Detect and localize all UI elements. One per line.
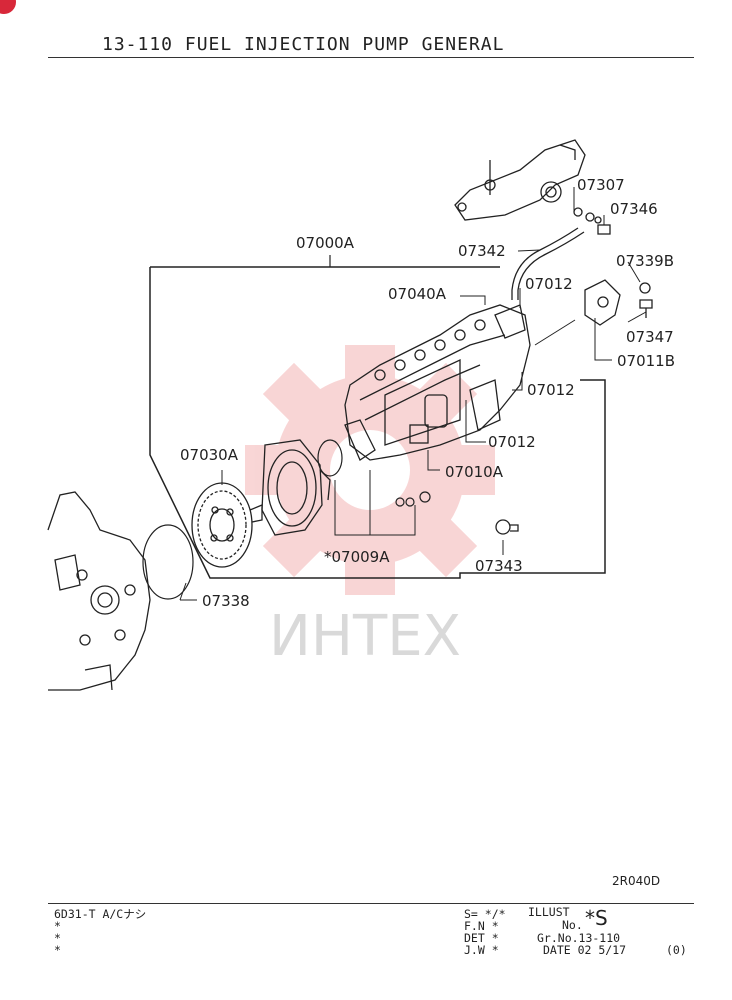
label-07000A: 07000A: [296, 234, 355, 252]
label-07040A: 07040A: [388, 285, 447, 303]
footer-revision: (0): [666, 943, 687, 957]
footer-star-3: *: [54, 943, 61, 957]
watermark-text: ИНТЕХ: [269, 604, 461, 669]
injection-pump-body-07010A: [344, 304, 531, 461]
footer-model: 6D31-T A/Cナシ: [54, 907, 147, 921]
bolt-07347: [639, 282, 653, 318]
footer-date: DATE 02 5/17: [543, 943, 627, 957]
illustration-code: 2R040D: [612, 874, 661, 888]
corner-badge: [0, 0, 16, 14]
washers: [395, 491, 431, 507]
label-07342: 07342: [458, 242, 506, 260]
label-07011B: 07011B: [617, 352, 675, 370]
engine-housing: [47, 491, 151, 691]
footer-det-line: DET *: [464, 931, 499, 945]
label-07339B: 07339B: [616, 252, 674, 270]
label-07012-mid: 07012: [527, 381, 575, 399]
drive-gear-07030A: [191, 482, 263, 568]
label-07343: 07343: [475, 557, 523, 575]
label-07030A: 07030A: [180, 446, 239, 464]
footer-rule: [48, 903, 694, 904]
footer-no-label: No.: [562, 918, 583, 932]
bolt-07343: [495, 519, 519, 535]
footer-star-1: *: [54, 919, 61, 933]
title-rule: [48, 57, 694, 58]
label-07346: 07346: [610, 200, 658, 218]
assembly-bracket-07000A: [149, 267, 606, 579]
footer-jw-line: J.W *: [464, 943, 499, 957]
cover-plate-07011B: [584, 279, 621, 326]
upper-bracket: [454, 139, 586, 221]
o-ring-07009A: [317, 439, 343, 477]
footer-s-line: S= */*: [464, 907, 506, 921]
page-title: 13-110 FUEL INJECTION PUMP GENERAL: [102, 34, 505, 55]
leader-lines: [179, 187, 647, 601]
footer-gr-no: Gr.No.13-110: [537, 931, 621, 945]
label-07012-top: 07012: [525, 275, 573, 293]
label-07012-low: 07012: [488, 433, 536, 451]
label-07338: 07338: [202, 592, 250, 610]
footer-illust-value: *S: [585, 906, 608, 930]
label-07347: 07347: [626, 328, 674, 346]
label-07010A: 07010A: [445, 463, 504, 481]
footer-illust-label: ILLUST: [528, 905, 570, 919]
footer-star-2: *: [54, 931, 61, 945]
o-ring-07338: [142, 524, 194, 600]
footer-fn-line: F.N *: [464, 919, 499, 933]
label-07009A: *07009A: [324, 548, 390, 566]
label-07307: 07307: [577, 176, 625, 194]
